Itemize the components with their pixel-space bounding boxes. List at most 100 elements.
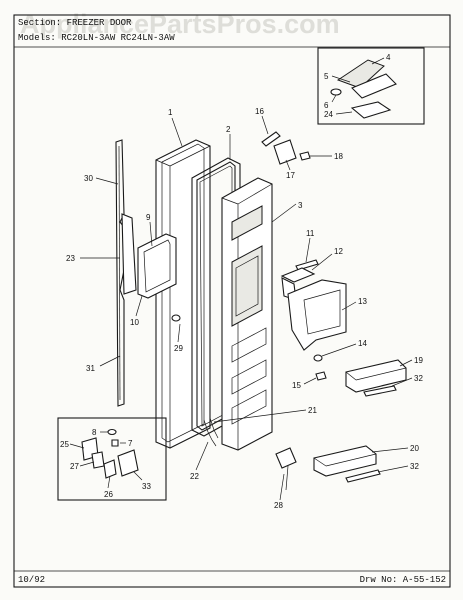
- hinge-inset: [317, 47, 425, 125]
- shelf-retainer-32b-part: [345, 469, 381, 483]
- callout-13: 13: [358, 297, 367, 306]
- callout-22: 22: [190, 472, 199, 481]
- door-liner: [221, 177, 297, 451]
- leader-32a: [391, 377, 413, 387]
- callout-21: 21: [308, 406, 317, 415]
- leader-6: [331, 94, 337, 103]
- hinge-pin-28-shaft: [285, 465, 289, 491]
- bracket-26-part: [103, 459, 117, 479]
- hinge-bracket-part: [351, 73, 397, 99]
- leader-21: [213, 409, 307, 423]
- leader-28: [279, 473, 285, 501]
- leader-29: [177, 323, 181, 343]
- ice-chute-group: [280, 237, 357, 351]
- dispenser-frame-inner: [143, 239, 171, 293]
- hinge-pin-part: [261, 131, 281, 147]
- watermark-text: AppliancePartsPros.com: [20, 9, 340, 39]
- callout-12: 12: [334, 247, 343, 256]
- leader-20: [371, 447, 409, 453]
- door-shelf-19-part: [345, 359, 407, 393]
- chute-spring-part: [295, 259, 319, 271]
- callout-7: 7: [128, 439, 133, 448]
- callout-14: 14: [358, 339, 367, 348]
- bracket-27-part: [91, 451, 105, 469]
- leader-12: [311, 253, 333, 271]
- outer-panel-face-edge: [169, 145, 211, 167]
- handle-rod-centerline: [118, 145, 121, 401]
- callout-28: 28: [274, 501, 283, 510]
- leader-14: [321, 343, 357, 357]
- chute-door-part: [280, 267, 316, 283]
- leader-13: [341, 301, 357, 311]
- bracket-33-part: [117, 449, 139, 477]
- handle-bracket-part: [121, 213, 137, 295]
- hinge-washer-part: [330, 88, 342, 96]
- leader-16: [261, 115, 269, 135]
- callout-32-upper: 32: [414, 374, 423, 383]
- callout-15: 15: [292, 381, 301, 390]
- callout-32-lower: 32: [410, 462, 419, 471]
- leader-1: [171, 117, 183, 147]
- leader-22: [195, 441, 209, 471]
- outer-panel-top-edge: [155, 159, 171, 167]
- liner-upper-bin: [231, 205, 263, 241]
- leader-27: [79, 461, 95, 467]
- callout-23: 23: [66, 254, 75, 263]
- leader-33: [133, 471, 143, 481]
- callout-26: 26: [104, 490, 113, 499]
- hinge-pin-28-part: [275, 447, 297, 469]
- drawing-number: Drw No: A-55-152: [360, 575, 446, 585]
- leader-4: [371, 57, 385, 65]
- chute-housing-face: [303, 289, 341, 335]
- callout-8: 8: [92, 428, 97, 437]
- shelf-20-front: [325, 453, 377, 467]
- bottom-hinge-inset-box: [57, 417, 167, 501]
- callout-30: 30: [84, 174, 93, 183]
- callout-9: 9: [146, 213, 151, 222]
- shelf-19-front: [355, 367, 407, 381]
- leader-3: [271, 203, 297, 223]
- shelf-retainer-32a-part: [363, 385, 397, 397]
- callout-33: 33: [142, 482, 151, 491]
- leader-31: [99, 355, 121, 367]
- bushing-14-part: [313, 354, 323, 362]
- callout-24: 24: [324, 110, 333, 119]
- callout-17: 17: [286, 171, 295, 180]
- hinge-cap-part: [273, 139, 297, 165]
- leader-19: [399, 359, 413, 367]
- outer-panel-inner-edge: [161, 143, 205, 443]
- door-shelf-20-part: [313, 445, 377, 477]
- hinge-cover-part: [336, 59, 385, 89]
- callout-4: 4: [386, 53, 391, 62]
- callout-31: 31: [86, 364, 95, 373]
- harness-group: [195, 409, 307, 471]
- door-handle-group: [80, 139, 137, 407]
- callout-2: 2: [226, 125, 231, 134]
- leader-30: [95, 177, 119, 185]
- callout-5: 5: [324, 72, 329, 81]
- shelf-19-edge: [345, 371, 357, 381]
- harness-wire-2: [209, 417, 219, 439]
- liner-top-edge: [221, 197, 239, 205]
- shelf-20-edge: [313, 457, 327, 467]
- fastener-14-15-group: [303, 343, 357, 385]
- liner-face-edge: [237, 183, 273, 205]
- leader-24: [335, 111, 353, 115]
- callout-25: 25: [60, 440, 69, 449]
- harness-wire-1: [203, 419, 217, 447]
- leader-17: [285, 159, 291, 171]
- chute-housing-part: [287, 279, 347, 351]
- liner-shelf-3: [231, 389, 267, 425]
- leader-5: [331, 75, 351, 83]
- callout-1: 1: [168, 108, 173, 117]
- leader-10: [135, 295, 143, 317]
- washer-8-part: [107, 428, 117, 436]
- section-title: Section: FREEZER DOOR: [18, 18, 132, 28]
- plug-29-part: [171, 314, 181, 322]
- models-line: Models: RC20LN-3AW RC24LN-3AW: [18, 33, 175, 43]
- callout-20: 20: [410, 444, 419, 453]
- screw-15-part: [315, 371, 327, 381]
- callout-3: 3: [298, 201, 303, 210]
